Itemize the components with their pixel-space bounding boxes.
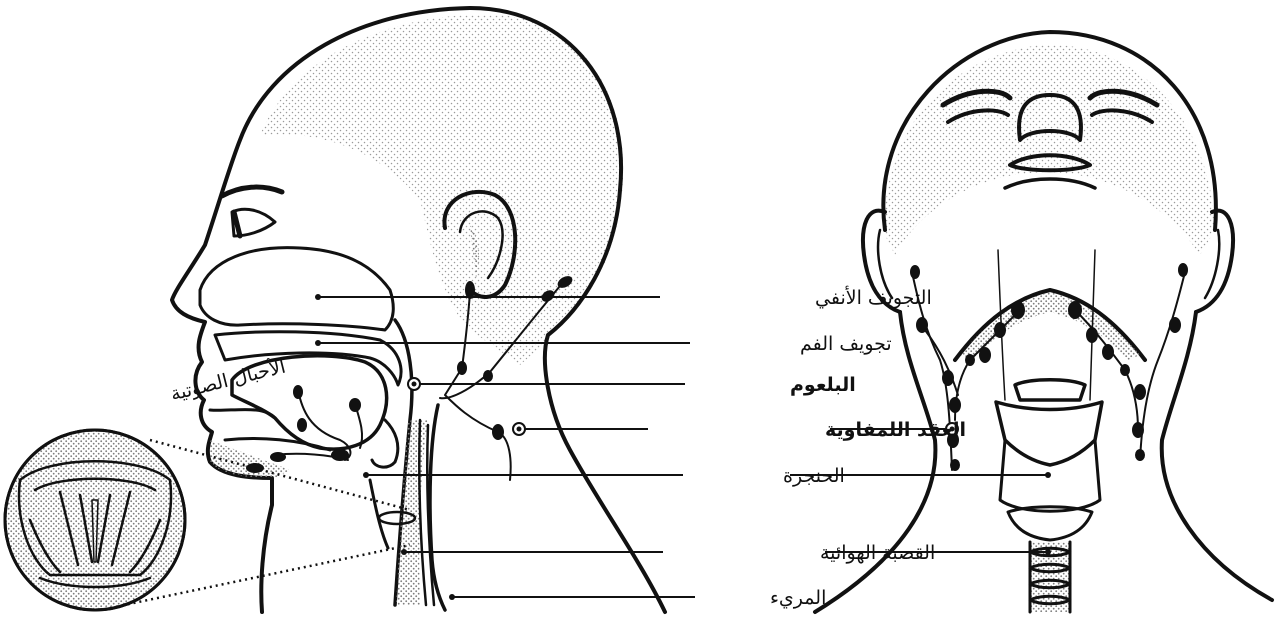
- front-larynx: [1015, 380, 1085, 400]
- brow: [222, 187, 282, 196]
- label-pharynx: البلعوم: [790, 374, 856, 396]
- skull-shading: [260, 14, 623, 365]
- leader-markers: [315, 294, 1051, 600]
- nasal-cavity-shape: [200, 248, 393, 330]
- front-view-head: [815, 32, 1272, 612]
- front-neck-outline: [815, 312, 935, 612]
- label-nasal-cavity: التجويف الأنفي: [815, 286, 932, 309]
- label-lymph-nodes: العقد اللمفاوية: [825, 419, 966, 441]
- label-oral-cavity: تجويف الفم: [800, 333, 892, 355]
- label-larynx: الحنجرة: [783, 465, 845, 487]
- label-vocal-cords: الأحبال الصوتية: [168, 355, 288, 406]
- label-esophagus: المريء: [770, 587, 826, 609]
- vocal-cords-inset: [0, 420, 410, 617]
- label-trachea: القصبة الهوائية: [820, 542, 935, 564]
- side-profile-head: [172, 8, 665, 612]
